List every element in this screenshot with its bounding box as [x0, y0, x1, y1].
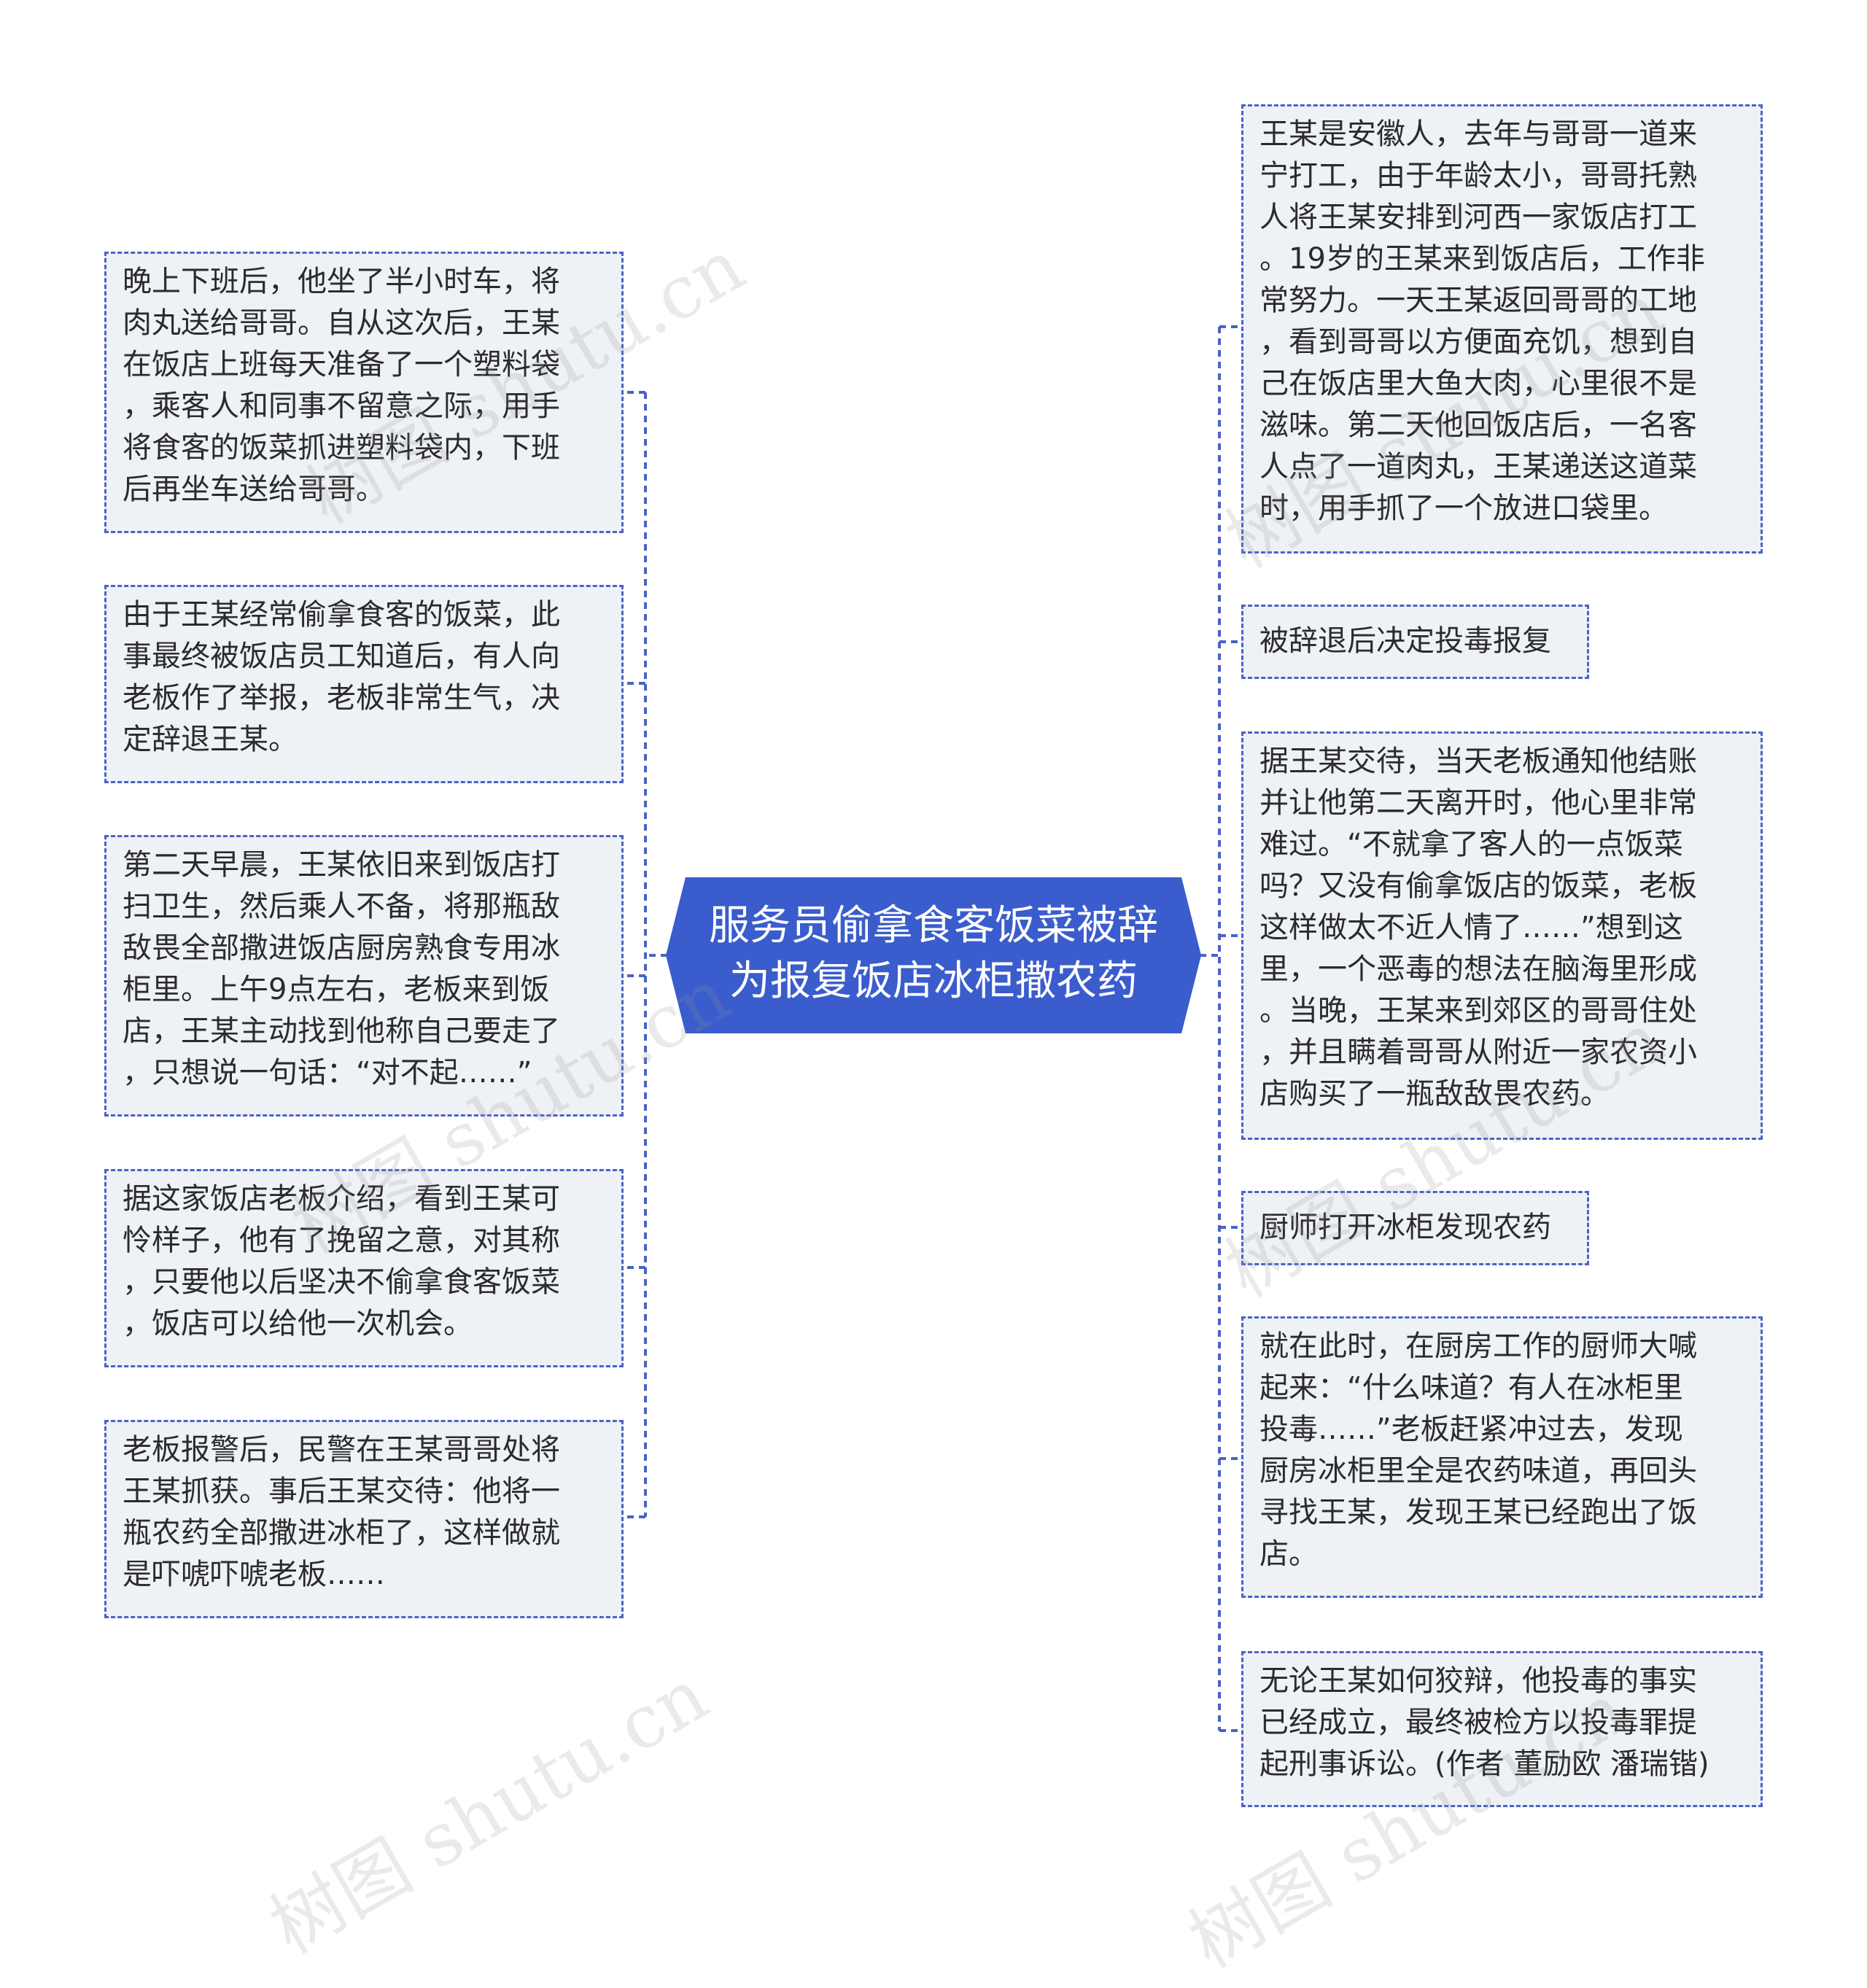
left-node-4[interactable]: 据这家饭店老板介绍，看到王某可 怜样子，他有了挽留之意，对其称 ，只要他以后坚决…	[104, 1169, 624, 1367]
left-node-3[interactable]: 第二天早晨，王某依旧来到饭店打 扫卫生，然后乘人不备，将那瓶敌 敌畏全部撒进饭店…	[104, 835, 624, 1117]
right-node-1[interactable]: 王某是安徽人，去年与哥哥一道来 宁打工，由于年龄太小，哥哥托熟 人将王某安排到河…	[1241, 104, 1763, 554]
left-node-5[interactable]: 老板报警后，民警在王某哥哥处将 王某抓获。事后王某交待：他将一 瓶农药全部撒进冰…	[104, 1420, 624, 1618]
left-node-1[interactable]: 晚上下班后，他坐了半小时车，将 肉丸送给哥哥。自从这次后，王某 在饭店上班每天准…	[104, 252, 624, 533]
left-node-2[interactable]: 由于王某经常偷拿食客的饭菜，此 事最终被饭店员工知道后，有人向 老板作了举报，老…	[104, 585, 624, 783]
mindmap-connectors	[624, 325, 1241, 1732]
right-node-5[interactable]: 就在此时，在厨房工作的厨师大喊 起来：“什么味道？有人在冰柜里 投毒……”老板赶…	[1241, 1316, 1763, 1598]
right-node-6[interactable]: 无论王某如何狡辩，他投毒的事实 已经成立，最终被检方以投毒罪提 起刑事诉讼。(作…	[1241, 1651, 1763, 1807]
right-node-4[interactable]: 厨师打开冰柜发现农药	[1241, 1191, 1589, 1265]
right-trunk	[1200, 327, 1221, 1731]
left-trunk	[644, 392, 667, 1517]
center-title[interactable]: 服务员偷拿食客饭菜被辞 为报复饭店冰柜撒农药	[709, 902, 1158, 1005]
center-node-shape	[666, 877, 1201, 1033]
right-node-3[interactable]: 据王某交待，当天老板通知他结账 并让他第二天离开时，他心里非常 难过。“不就拿了…	[1241, 731, 1763, 1140]
right-node-2[interactable]: 被辞退后决定投毒报复	[1241, 605, 1589, 679]
